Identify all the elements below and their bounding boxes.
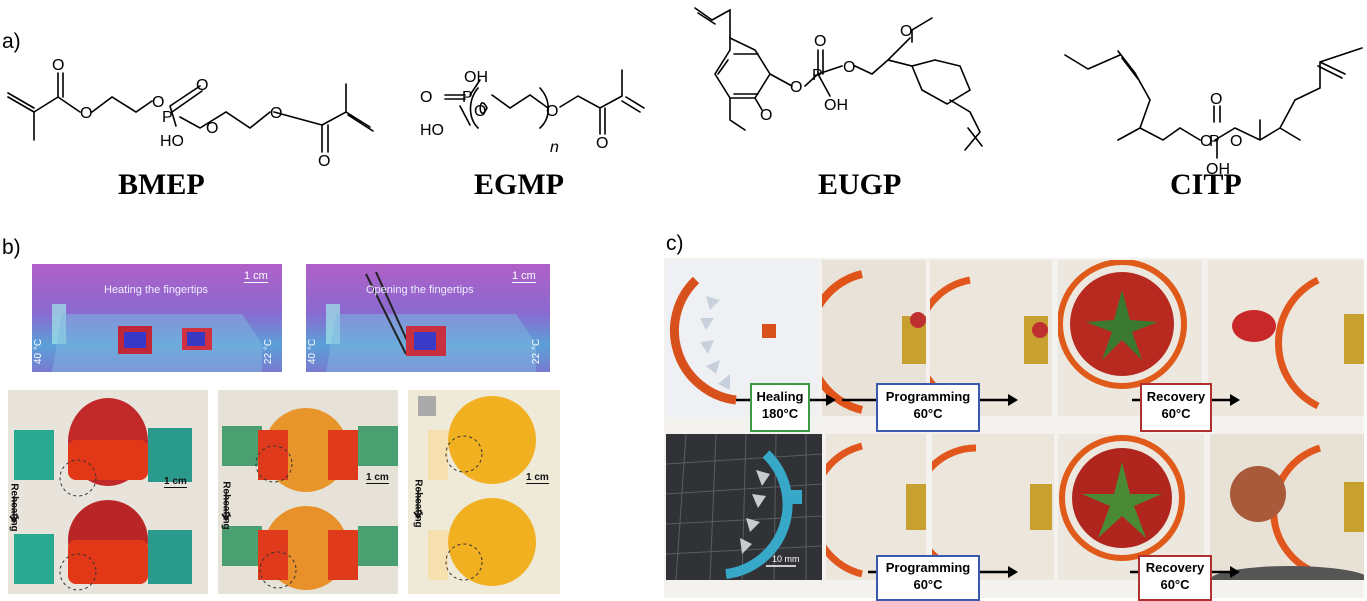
scale-bar-label: 1 cm [512,270,536,283]
recovery-step-box: Recovery 60°C [1140,383,1212,432]
strawberry-release-photo-2 [1210,434,1364,580]
strawberry-grasp-photo-2 [1058,434,1204,580]
reheating-label: Reheating [412,479,424,528]
scale-bar-label: 1 cm [164,476,187,488]
atom-oh: OH [464,69,488,86]
atom-o: O [318,153,330,170]
panel-c-label: c) [666,232,684,255]
orange-gripper-photo: Reheating 1 cm [408,390,560,594]
healing-step-temp: 180°C [761,406,799,421]
atom-o: O [1200,133,1212,150]
atom-o: O [1210,91,1222,108]
atom-oh: OH [824,97,848,114]
compound-name-eugp: EUGP [818,168,902,201]
atom-o: O [52,57,64,74]
thermal-image-opening: Opening the fingertips 1 cm 40 °C 22 °C [306,264,550,372]
compound-name-egmp: EGMP [474,168,564,201]
temperature-low-label: 22 °C [531,338,543,365]
atom-p: P [462,89,473,106]
atom-n: n [550,139,559,156]
compound-name-citp: CITP [1170,168,1242,201]
programming-step-label: Programming [885,560,971,575]
programming-step-box-bottom: Programming 60°C [876,555,980,601]
atom-o: O [206,120,218,137]
atom-o: O [152,94,164,111]
thermal-image-heating: Heating the fingertips 1 cm 40 °C 22 °C [32,264,282,372]
atom-o: O [80,105,92,122]
thermal-caption-heating: Heating the fingertips [104,284,208,296]
scale-bar-mm-label: 10 mm [772,554,800,564]
atom-o: O [420,89,432,106]
atom-o: O [1230,133,1242,150]
strawberry-gripper-photo: Reheating 1 cm [8,390,208,594]
programming-step-label: Programming [885,389,971,404]
temperature-low-label: 22 °C [263,338,275,365]
recovery-step-label: Recovery [1145,560,1205,575]
atom-o: O [843,59,855,76]
atom-o: O [196,77,208,94]
temperature-high-label: 40 °C [33,338,45,365]
atom-o: O [814,33,826,50]
atom-ho: HO [160,133,184,150]
atom-o: O [790,79,802,96]
recovery-step-temp: 60°C [1160,577,1190,592]
recovery-step-temp: 60°C [1161,406,1191,421]
reheating-label: Reheating [8,483,20,532]
atom-o: O [474,103,486,120]
atom-o: O [760,107,772,124]
thermal-caption-opening: Opening the fingertips [366,284,474,296]
atom-oh: OH [1206,161,1230,178]
programming-step-temp: 60°C [913,577,943,592]
scale-bar-label: 1 cm [244,270,268,283]
temperature-high-label: 40 °C [307,338,319,365]
compound-name-bmep: BMEP [118,168,205,201]
cad-model-render: 10 mm [666,434,822,580]
gripper-programming-photo-1 [822,260,926,416]
recovery-step-box-bottom: Recovery 60°C [1138,555,1212,601]
healing-step-box: Healing 180°C [750,383,810,432]
atom-o: O [270,105,282,122]
atom-o: O [900,23,912,40]
atom-ho: HO [420,122,444,139]
programming-step-box: Programming 60°C [876,383,980,432]
healing-step-label: Healing [756,389,804,404]
process-arrows [736,394,1240,578]
panel-b-label: b) [2,236,21,259]
peach-gripper-photo: Reheating 1 cm [218,390,398,594]
chemical-structures: O O O P O HO O O O OH O P HO O O n O O O… [7,7,1363,178]
scale-bar-label: 1 cm [526,472,549,484]
atom-o: O [546,103,558,120]
atom-p: P [1209,133,1220,150]
reheating-label: Reheating [220,481,232,530]
programming-step-temp: 60°C [913,406,943,421]
recovery-step-label: Recovery [1146,389,1206,404]
atom-o: O [596,135,608,152]
strawberry-release-photo [1208,260,1364,416]
atom-p: P [162,109,173,126]
scale-bar-label: 1 cm [366,472,389,484]
atom-p: P [812,67,823,84]
panel-a-label: a) [2,30,21,53]
